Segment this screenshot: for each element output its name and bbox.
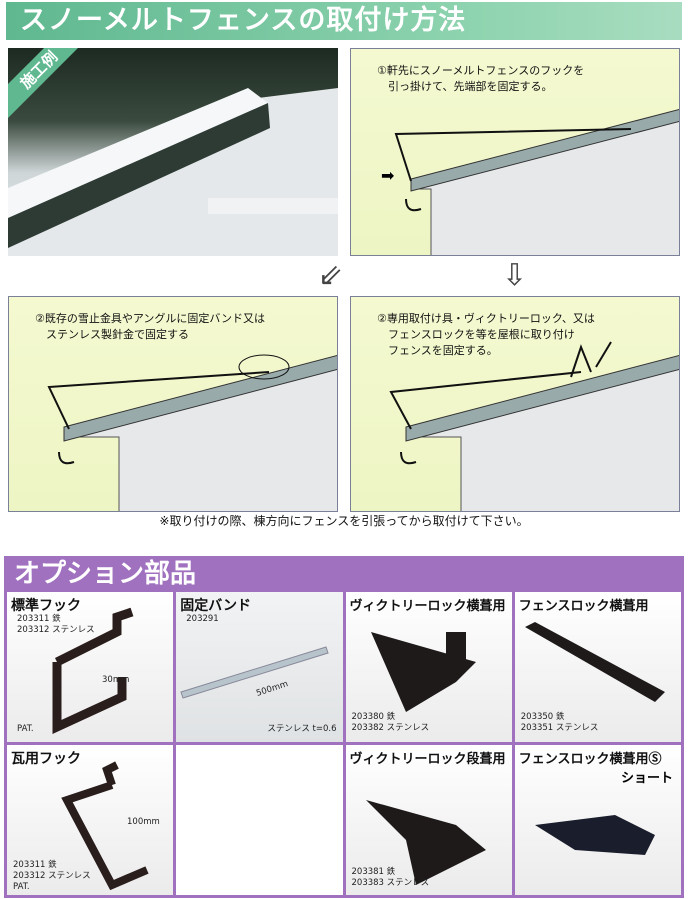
product-name: ヴィクトリーロック横葺用: [349, 599, 506, 614]
installation-example-photo: 施工例: [8, 48, 338, 256]
product-code: 203311 鉄: [17, 614, 61, 624]
product-name: フェンスロック横葺用Ⓢ: [518, 752, 662, 767]
dimension-label: 30mm: [102, 675, 130, 685]
victory-lock-stepped-image: [365, 800, 486, 885]
product-fixing-band: 固定バンド 203291 500mm ステンレス t=0.6: [176, 592, 343, 742]
dimension-label: 100mm: [127, 817, 160, 827]
product-name: 瓦用フック: [11, 751, 81, 767]
victory-lock-image: [370, 632, 476, 712]
fence-lock-short-image: [534, 815, 655, 855]
patent-label: PAT.: [17, 724, 34, 734]
fence-lock-image: [524, 622, 665, 702]
step-1-panel: ①軒先にスノーメルトフェンスのフックを 引っ掛けて、先端部を固定する。 ➡: [350, 48, 680, 256]
product-code: 203382 ステンレス: [351, 723, 430, 733]
options-section-title: オプション部品: [4, 556, 684, 592]
arrow-down-left-icon: ⇙: [318, 258, 344, 293]
product-name: 固定バンド: [180, 598, 251, 614]
material-label: ステンレス t=0.6: [267, 724, 337, 734]
step-1-diagram: ➡: [381, 109, 679, 255]
step-2a-text: ②既存の雪止金具やアングルに固定バンド又は ステンレス製針金で固定する: [35, 312, 265, 341]
product-name: フェンスロック横葺用: [518, 599, 649, 614]
product-code: 203350 鉄: [520, 712, 565, 722]
product-code: 203383 ステンレス: [351, 878, 430, 888]
page-title: スノーメルトフェンスの取付け方法: [6, 2, 682, 40]
step-2a-panel: ②既存の雪止金具やアングルに固定バンド又は ステンレス製針金で固定する: [8, 296, 338, 512]
step-2b-diagram: [389, 341, 679, 511]
product-code: 203312 ステンレス: [17, 625, 95, 635]
svg-text:➡: ➡: [381, 166, 394, 185]
roof-photo-illustration: [8, 88, 338, 256]
product-code: 203311 鉄: [13, 860, 57, 870]
step-2a-diagram: [47, 354, 337, 511]
product-name-suffix: ショート: [620, 771, 673, 786]
product-name: ヴィクトリーロック段葺用: [349, 752, 506, 767]
product-code: 203380 鉄: [351, 712, 396, 722]
step-2b-panel: ②専用取付け具・ヴィクトリーロック、又は フェンスロックを等を屋根に取り付け フ…: [350, 296, 680, 512]
step-1-text: ①軒先にスノーメルトフェンスのフックを 引っ掛けて、先端部を固定する。: [377, 64, 585, 93]
product-name: 標準フック: [11, 598, 81, 614]
step-2b-text: ②専用取付け具・ヴィクトリーロック、又は フェンスロックを等を屋根に取り付け フ…: [377, 312, 595, 357]
standard-hook-image: [52, 607, 134, 735]
product-code: 203312 ステンレス: [13, 871, 91, 881]
product-code: 203291: [186, 614, 219, 624]
product-code: 203381 鉄: [351, 867, 396, 877]
arrow-down-icon: ⇩: [502, 258, 528, 293]
product-fence-lock-short: フェンスロック横葺用Ⓢ ショート: [514, 745, 681, 895]
empty-cell: [176, 745, 343, 895]
product-code: 203351 ステンレス: [520, 723, 599, 733]
installation-note: ※取り付けの際、棟方向にフェンスを引張ってから取付けて下さい。: [159, 514, 529, 528]
tile-hook-image: [61, 761, 149, 891]
fixing-band-image: [180, 646, 329, 699]
patent-label: PAT.: [13, 882, 30, 892]
